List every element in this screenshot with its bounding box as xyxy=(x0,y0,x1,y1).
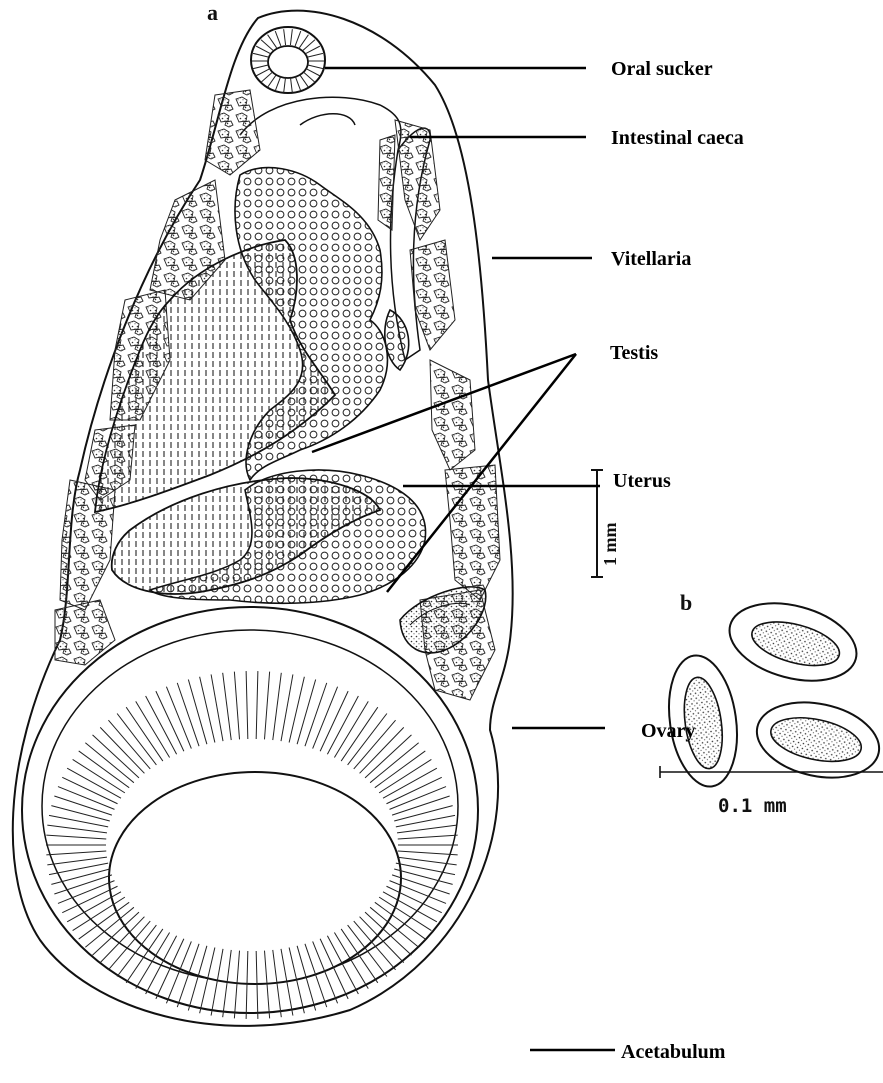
label-testis: Testis xyxy=(610,342,658,364)
acetabulum xyxy=(22,607,478,1019)
scale-bar-b-label: 0.1 mm xyxy=(718,795,787,817)
oral-sucker xyxy=(251,27,325,93)
label-intestinal-caeca: Intestinal caeca xyxy=(611,127,744,149)
egg xyxy=(750,692,883,788)
label-oral-sucker: Oral sucker xyxy=(611,58,713,80)
panel-label-a: a xyxy=(207,0,218,25)
scale-bar-b: 0.1 mm xyxy=(660,766,883,817)
label-acetabulum: Acetabulum xyxy=(621,1041,726,1063)
label-ovary: Ovary xyxy=(641,720,695,742)
scale-bar-a-label: 1 mm xyxy=(600,523,620,567)
egg xyxy=(721,590,865,693)
eggs-panel xyxy=(661,590,883,791)
label-uterus: Uterus xyxy=(613,470,671,492)
label-vitellaria: Vitellaria xyxy=(611,248,691,270)
panel-label-b: b xyxy=(680,590,692,615)
